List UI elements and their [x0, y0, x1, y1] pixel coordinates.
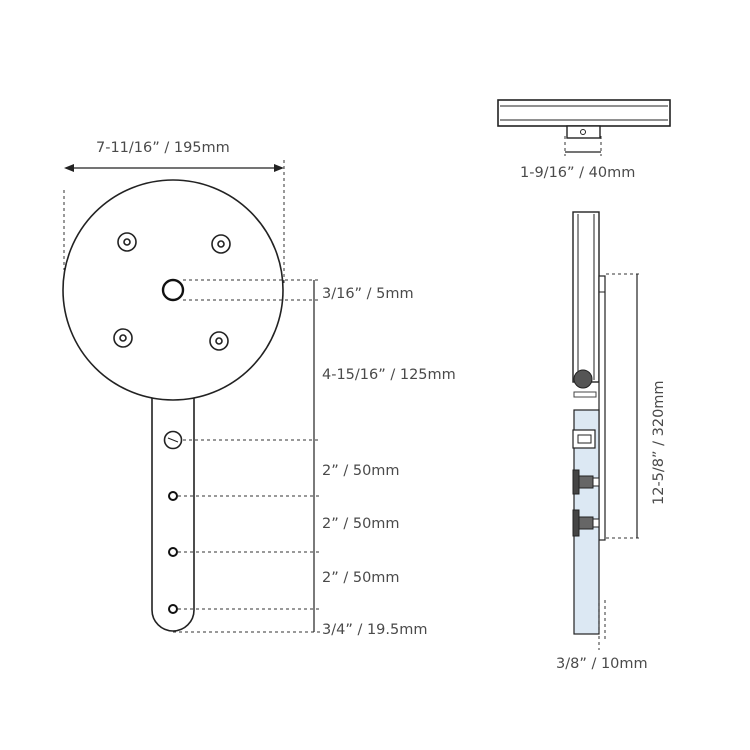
hanger-strap: [151, 390, 195, 632]
plate-width-label: 7-11/16” / 195mm: [96, 140, 230, 156]
roller-width-label: 1-9/16” / 40mm: [520, 165, 635, 181]
door-thickness-label: 3/8” / 10mm: [556, 656, 648, 672]
top-view: 1-9/16” / 40mm: [497, 99, 671, 181]
hole-offset-label: 3/16” / 5mm: [322, 286, 414, 302]
arm-top-label: 4-15/16” / 125mm: [322, 367, 456, 383]
end-offset-label: 3/4” / 19.5mm: [322, 622, 428, 638]
anti-jump-disc: [573, 369, 593, 389]
width-dimension: 7-11/16” / 195mm: [63, 140, 285, 285]
front-view: 7-11/16” / 195mm: [62, 140, 456, 638]
strap-holes: [168, 491, 178, 614]
spacing-2-label: 2” / 50mm: [322, 516, 400, 532]
roller-wheel: [497, 99, 671, 127]
side-bolts: [572, 429, 600, 537]
anti-jump-hole: [163, 430, 183, 450]
total-height-label: 12-5/8” / 320mm: [651, 380, 667, 505]
axle-hole: [161, 278, 185, 302]
spacing-3-label: 2” / 50mm: [322, 570, 400, 586]
roller-side: [572, 211, 600, 383]
spacing-1-label: 2” / 50mm: [322, 463, 400, 479]
side-view: 12-5/8” / 320mm 3/8” / 10mm: [556, 211, 667, 672]
extension-lines: [173, 279, 320, 633]
strap-side: [598, 275, 606, 541]
plate-bolts: [113, 232, 231, 351]
